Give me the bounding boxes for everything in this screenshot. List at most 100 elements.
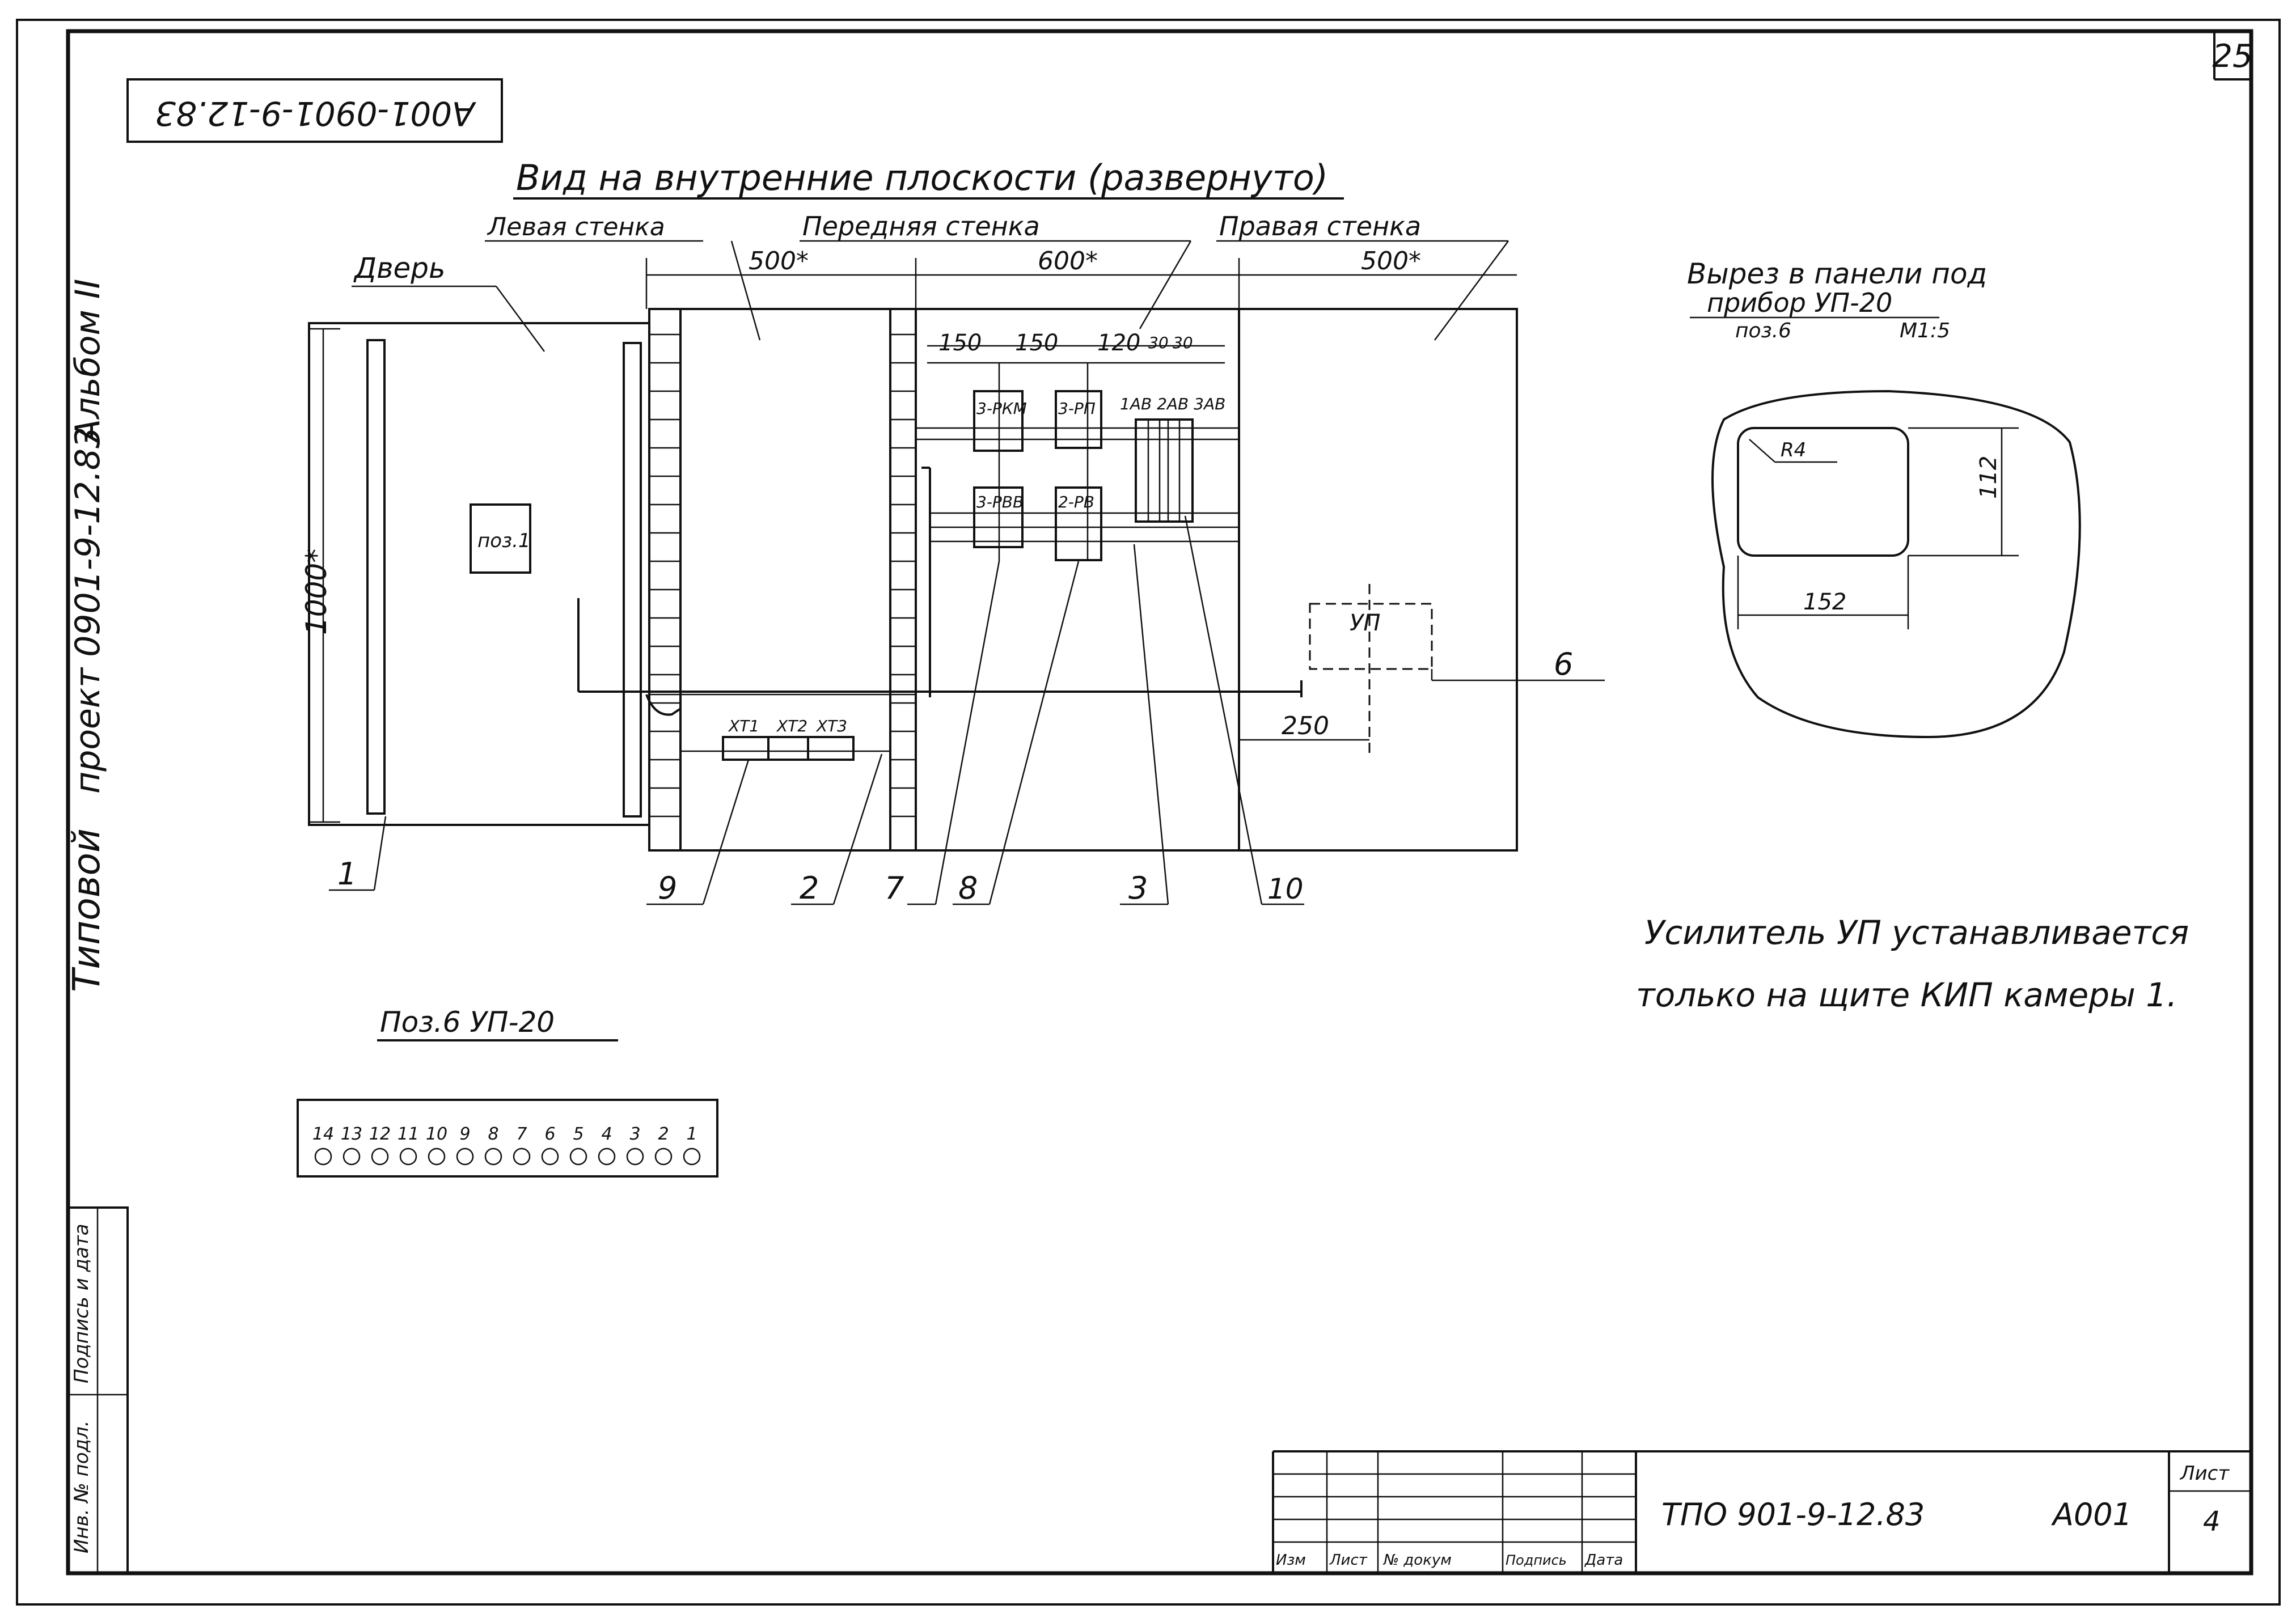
callout-8: 8 bbox=[958, 870, 978, 906]
relay-3-rkm bbox=[973, 390, 1024, 452]
cutout-line3b: М1:5 bbox=[1900, 319, 1950, 342]
terminal-circle bbox=[314, 1147, 332, 1166]
tb-izm: Изм bbox=[1276, 1552, 1306, 1569]
tb-list: Лист bbox=[1329, 1552, 1368, 1569]
cutout-line1: Вырез в панели под bbox=[1687, 257, 1987, 290]
tb-sheet-label: Лист bbox=[2179, 1462, 2230, 1485]
door-panel bbox=[308, 322, 650, 826]
cutout-line2: прибор УП-20 bbox=[1707, 287, 1892, 318]
label-left-wall: Левая стенка bbox=[487, 213, 665, 242]
dim-120: 120 bbox=[1097, 330, 1140, 356]
terminal-circle bbox=[626, 1147, 644, 1166]
relay-3-rkm-label: 3-РКМ bbox=[976, 399, 1027, 418]
dim-250: 250 bbox=[1282, 712, 1329, 740]
terminal-circle bbox=[683, 1147, 701, 1166]
terminal-circle bbox=[428, 1147, 446, 1166]
terminal-circle bbox=[399, 1147, 417, 1166]
terminal-circle bbox=[541, 1147, 559, 1166]
pos6-title: Поз.6 УП-20 bbox=[380, 1006, 555, 1039]
callout-1: 1 bbox=[337, 856, 357, 892]
dim-150-b: 150 bbox=[1015, 330, 1058, 356]
terminal-number: 7 bbox=[516, 1124, 527, 1144]
label-door: Дверь bbox=[353, 252, 446, 285]
side-album: Альбом II bbox=[68, 279, 108, 444]
pos1-label: поз.1 bbox=[477, 530, 531, 552]
hatch-middle bbox=[890, 333, 916, 818]
sheet-number: 25 bbox=[2212, 38, 2252, 75]
walls-outline bbox=[648, 308, 1518, 852]
title-block: Изм Лист № докум Подпись Дата ТПО 901-9-… bbox=[1272, 1450, 2251, 1573]
callout-10: 10 bbox=[1267, 873, 1304, 905]
inner-frame bbox=[66, 29, 2253, 1576]
terminal-circle bbox=[371, 1147, 389, 1166]
terminal-number: 5 bbox=[573, 1124, 583, 1144]
rotated-stamp-box bbox=[126, 78, 503, 143]
terminal-circle bbox=[343, 1147, 361, 1166]
terminal-circle bbox=[456, 1147, 474, 1166]
callout-3: 3 bbox=[1128, 870, 1148, 906]
door-seal-bar bbox=[623, 342, 642, 818]
terminal-xt3 bbox=[807, 736, 855, 761]
up-amplifier-box bbox=[1309, 603, 1433, 670]
tb-doc-code: ТПО 901-9-12.83 bbox=[1661, 1497, 1925, 1532]
door-hinge-bar bbox=[366, 339, 386, 815]
terminal-number: 8 bbox=[488, 1124, 498, 1144]
dim-30-a: 30 bbox=[1148, 333, 1169, 352]
relay-2-rv bbox=[1055, 486, 1102, 561]
tb-sign: Подпись bbox=[1506, 1552, 1567, 1568]
terminal-circle bbox=[569, 1147, 587, 1166]
up-box-label: УП bbox=[1350, 610, 1380, 636]
terminal-xt2-label: ХТ2 bbox=[776, 717, 807, 735]
terminal-number: 2 bbox=[658, 1124, 669, 1144]
note-line2: только на щите КИП камеры 1. bbox=[1636, 976, 2177, 1014]
dim-left-width: 500* bbox=[749, 247, 809, 276]
cutout-radius: R4 bbox=[1781, 439, 1806, 461]
relay-3-rvv-label: 3-РВВ bbox=[976, 493, 1024, 511]
terminal-number: 3 bbox=[629, 1124, 640, 1144]
tb-doc: № докум bbox=[1382, 1552, 1452, 1569]
breakers-label: 1АВ 2АВ 3АВ bbox=[1120, 395, 1225, 413]
cutout-outline bbox=[1711, 389, 2081, 739]
label-front-wall: Передняя стенка bbox=[802, 211, 1040, 242]
terminal-circle bbox=[513, 1147, 531, 1166]
callout-6: 6 bbox=[1554, 646, 1573, 682]
terminal-number: 6 bbox=[544, 1124, 555, 1144]
callout-2: 2 bbox=[800, 870, 819, 906]
terminal-xt1-label: ХТ1 bbox=[728, 717, 759, 735]
cutout-line3a: поз.6 bbox=[1735, 319, 1791, 342]
cutout-dim-w: 152 bbox=[1803, 589, 1846, 615]
terminal-number: 10 bbox=[426, 1124, 447, 1144]
terminal-circle bbox=[598, 1147, 616, 1166]
label-right-wall: Правая стенка bbox=[1219, 211, 1421, 242]
dim-150-a: 150 bbox=[938, 330, 982, 356]
outer-border bbox=[16, 19, 2281, 1606]
terminal-xt2 bbox=[767, 736, 809, 761]
terminal-xt3-label: ХТ3 bbox=[815, 717, 847, 735]
side-tipovoi: Типовой bbox=[65, 828, 108, 992]
note-line1: Усилитель УП устанавливается bbox=[1644, 913, 2189, 952]
relay-2-rv-label: 2-РВ bbox=[1058, 493, 1094, 511]
side-proekt: проект 0901-9-12.83 bbox=[68, 427, 108, 794]
terminal-xt1 bbox=[722, 736, 769, 761]
callout-9: 9 bbox=[658, 870, 677, 906]
terminal-number: 1 bbox=[686, 1124, 697, 1144]
pos6-terminal-strip bbox=[297, 1099, 718, 1178]
terminal-number: 12 bbox=[369, 1124, 391, 1144]
dim-right-width: 500* bbox=[1361, 247, 1421, 276]
circuit-breakers bbox=[1135, 418, 1194, 523]
pos1-box bbox=[470, 503, 531, 574]
terminal-circle bbox=[484, 1147, 502, 1166]
callout-7: 7 bbox=[885, 870, 904, 906]
terminal-number: 9 bbox=[459, 1124, 470, 1144]
tb-sheet-value: 4 bbox=[2203, 1506, 2221, 1538]
view-title: Вид на внутренние плоскости (развернуто) bbox=[516, 157, 1328, 198]
tb-date: Дата bbox=[1584, 1552, 1623, 1569]
terminal-number: 14 bbox=[312, 1124, 334, 1144]
cutout-dim-h: 112 bbox=[1976, 456, 2002, 499]
dim-front-width: 600* bbox=[1038, 247, 1098, 276]
terminal-number: 4 bbox=[601, 1124, 612, 1144]
terminal-number: 11 bbox=[398, 1124, 419, 1144]
